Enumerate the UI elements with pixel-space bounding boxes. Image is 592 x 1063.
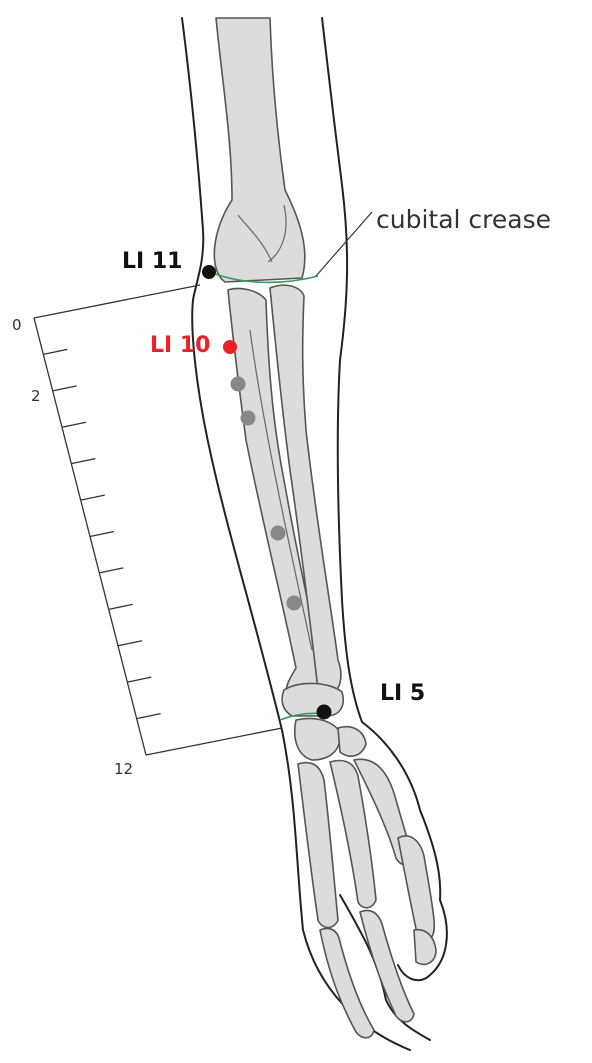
ruler-label-12: 12 (114, 760, 133, 778)
cubital-crease-label: cubital crease (376, 205, 551, 234)
ruler-tick (118, 641, 142, 646)
ruler-bottom-line (146, 728, 282, 755)
cubital-crease-leader (316, 212, 372, 276)
li5-label: LI 5 (380, 681, 425, 706)
ruler-tick (109, 604, 133, 609)
ruler-tick (43, 349, 67, 354)
ruler-tick (71, 459, 95, 464)
li5-point-marker (317, 705, 332, 720)
humerus-bone (214, 18, 305, 282)
ruler-top-line (34, 285, 200, 318)
ruler-tick (90, 532, 114, 537)
ruler-label-2: 2 (31, 387, 41, 405)
ruler-tick (81, 495, 105, 500)
li10-label: LI 10 (150, 333, 210, 358)
li11-point-marker (202, 265, 216, 279)
meridian-point (287, 596, 302, 611)
ruler-ticks (43, 349, 160, 718)
ruler-tick (137, 714, 161, 719)
ruler-tick (62, 422, 86, 427)
hand-bones (282, 683, 436, 1037)
ruler-label-0: 0 (12, 316, 22, 334)
li10-point-marker (223, 340, 237, 354)
ruler-tick (99, 568, 123, 573)
meridian-point (241, 411, 256, 426)
li11-label: LI 11 (122, 249, 182, 274)
ruler-tick (127, 677, 151, 682)
ruler-tick (53, 386, 77, 391)
meridian-point (231, 377, 246, 392)
meridian-point (271, 526, 286, 541)
